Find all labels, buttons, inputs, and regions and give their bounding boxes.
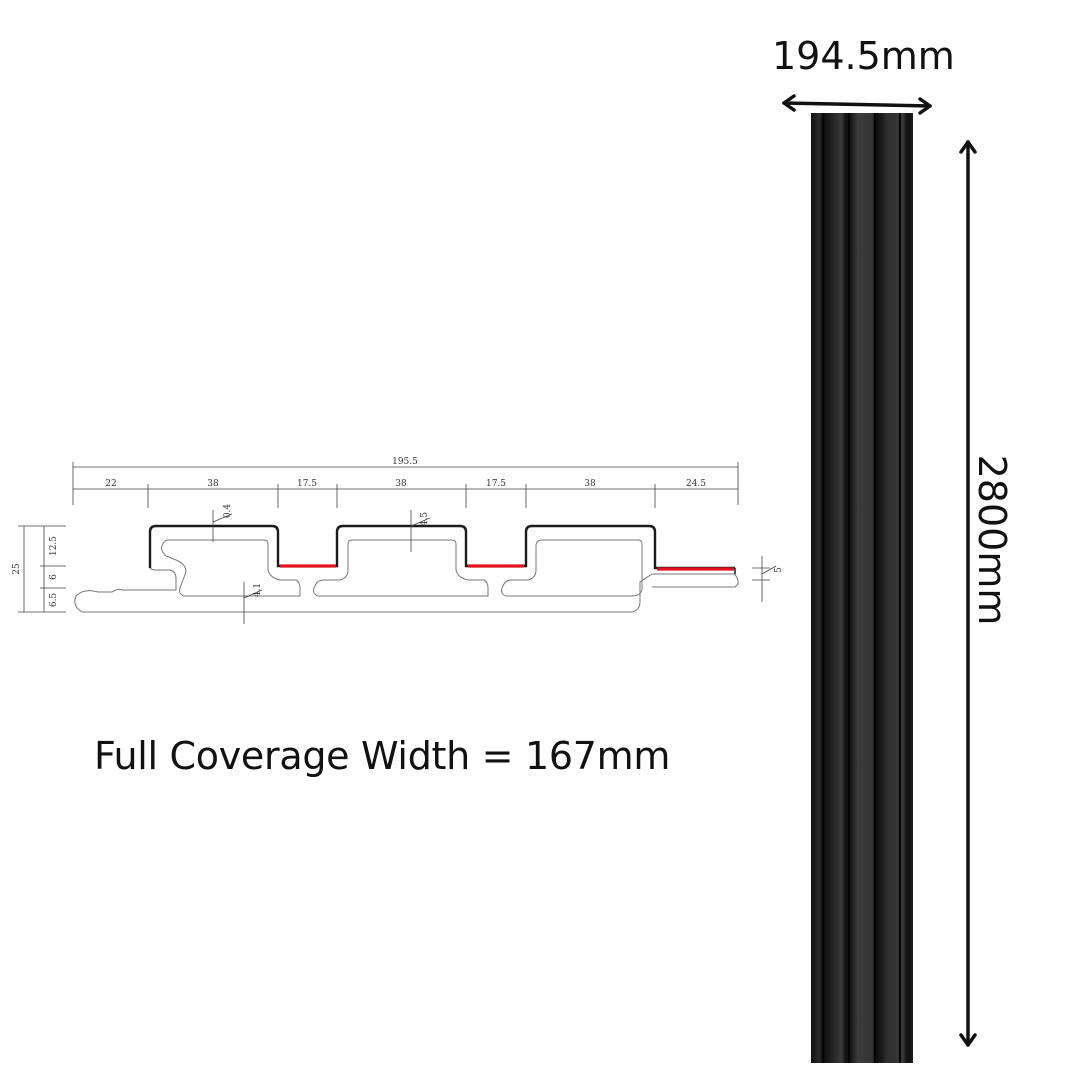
segment-label-2: 38 xyxy=(207,479,219,489)
panel-width-label: 194.5mm xyxy=(772,34,955,78)
panel-height-label: 2800mm xyxy=(970,454,1014,626)
wall-thickness-markers xyxy=(212,510,777,624)
panel-grooves xyxy=(822,113,901,1063)
height-dimensions xyxy=(18,525,66,613)
segment-label-1: 22 xyxy=(105,479,116,489)
profile-accent-strips xyxy=(280,564,734,571)
profile-body-outline xyxy=(74,567,739,613)
wall-label-4: 5 xyxy=(774,567,784,573)
segment-label-6: 38 xyxy=(584,479,596,489)
coverage-width-caption: Full Coverage Width = 167mm xyxy=(94,734,671,778)
overall-dimension xyxy=(72,462,739,505)
segment-label-7: 24.5 xyxy=(686,479,706,489)
panel-body xyxy=(811,113,913,1063)
segment-label-4: 38 xyxy=(395,479,407,489)
height-label-middle: 6 xyxy=(49,574,59,580)
height-label-bottom: 6.5 xyxy=(49,593,59,608)
profile-top-outline xyxy=(148,524,735,570)
segment-dimensions xyxy=(73,484,738,508)
segment-label-5: 17.5 xyxy=(486,479,506,489)
height-label-top: 12.5 xyxy=(49,536,59,556)
wall-label-1: 0.4 xyxy=(223,504,233,519)
segment-label-3: 17.5 xyxy=(297,479,317,489)
height-label-total: 25 xyxy=(12,563,22,575)
height-arrow xyxy=(959,140,977,1047)
profile-inner-chambers xyxy=(161,539,643,597)
overall-width-label: 195.5 xyxy=(392,457,418,467)
wall-label-3: 4.1 xyxy=(253,583,263,597)
width-arrow xyxy=(782,94,932,115)
wall-label-2: 4.5 xyxy=(420,512,430,527)
